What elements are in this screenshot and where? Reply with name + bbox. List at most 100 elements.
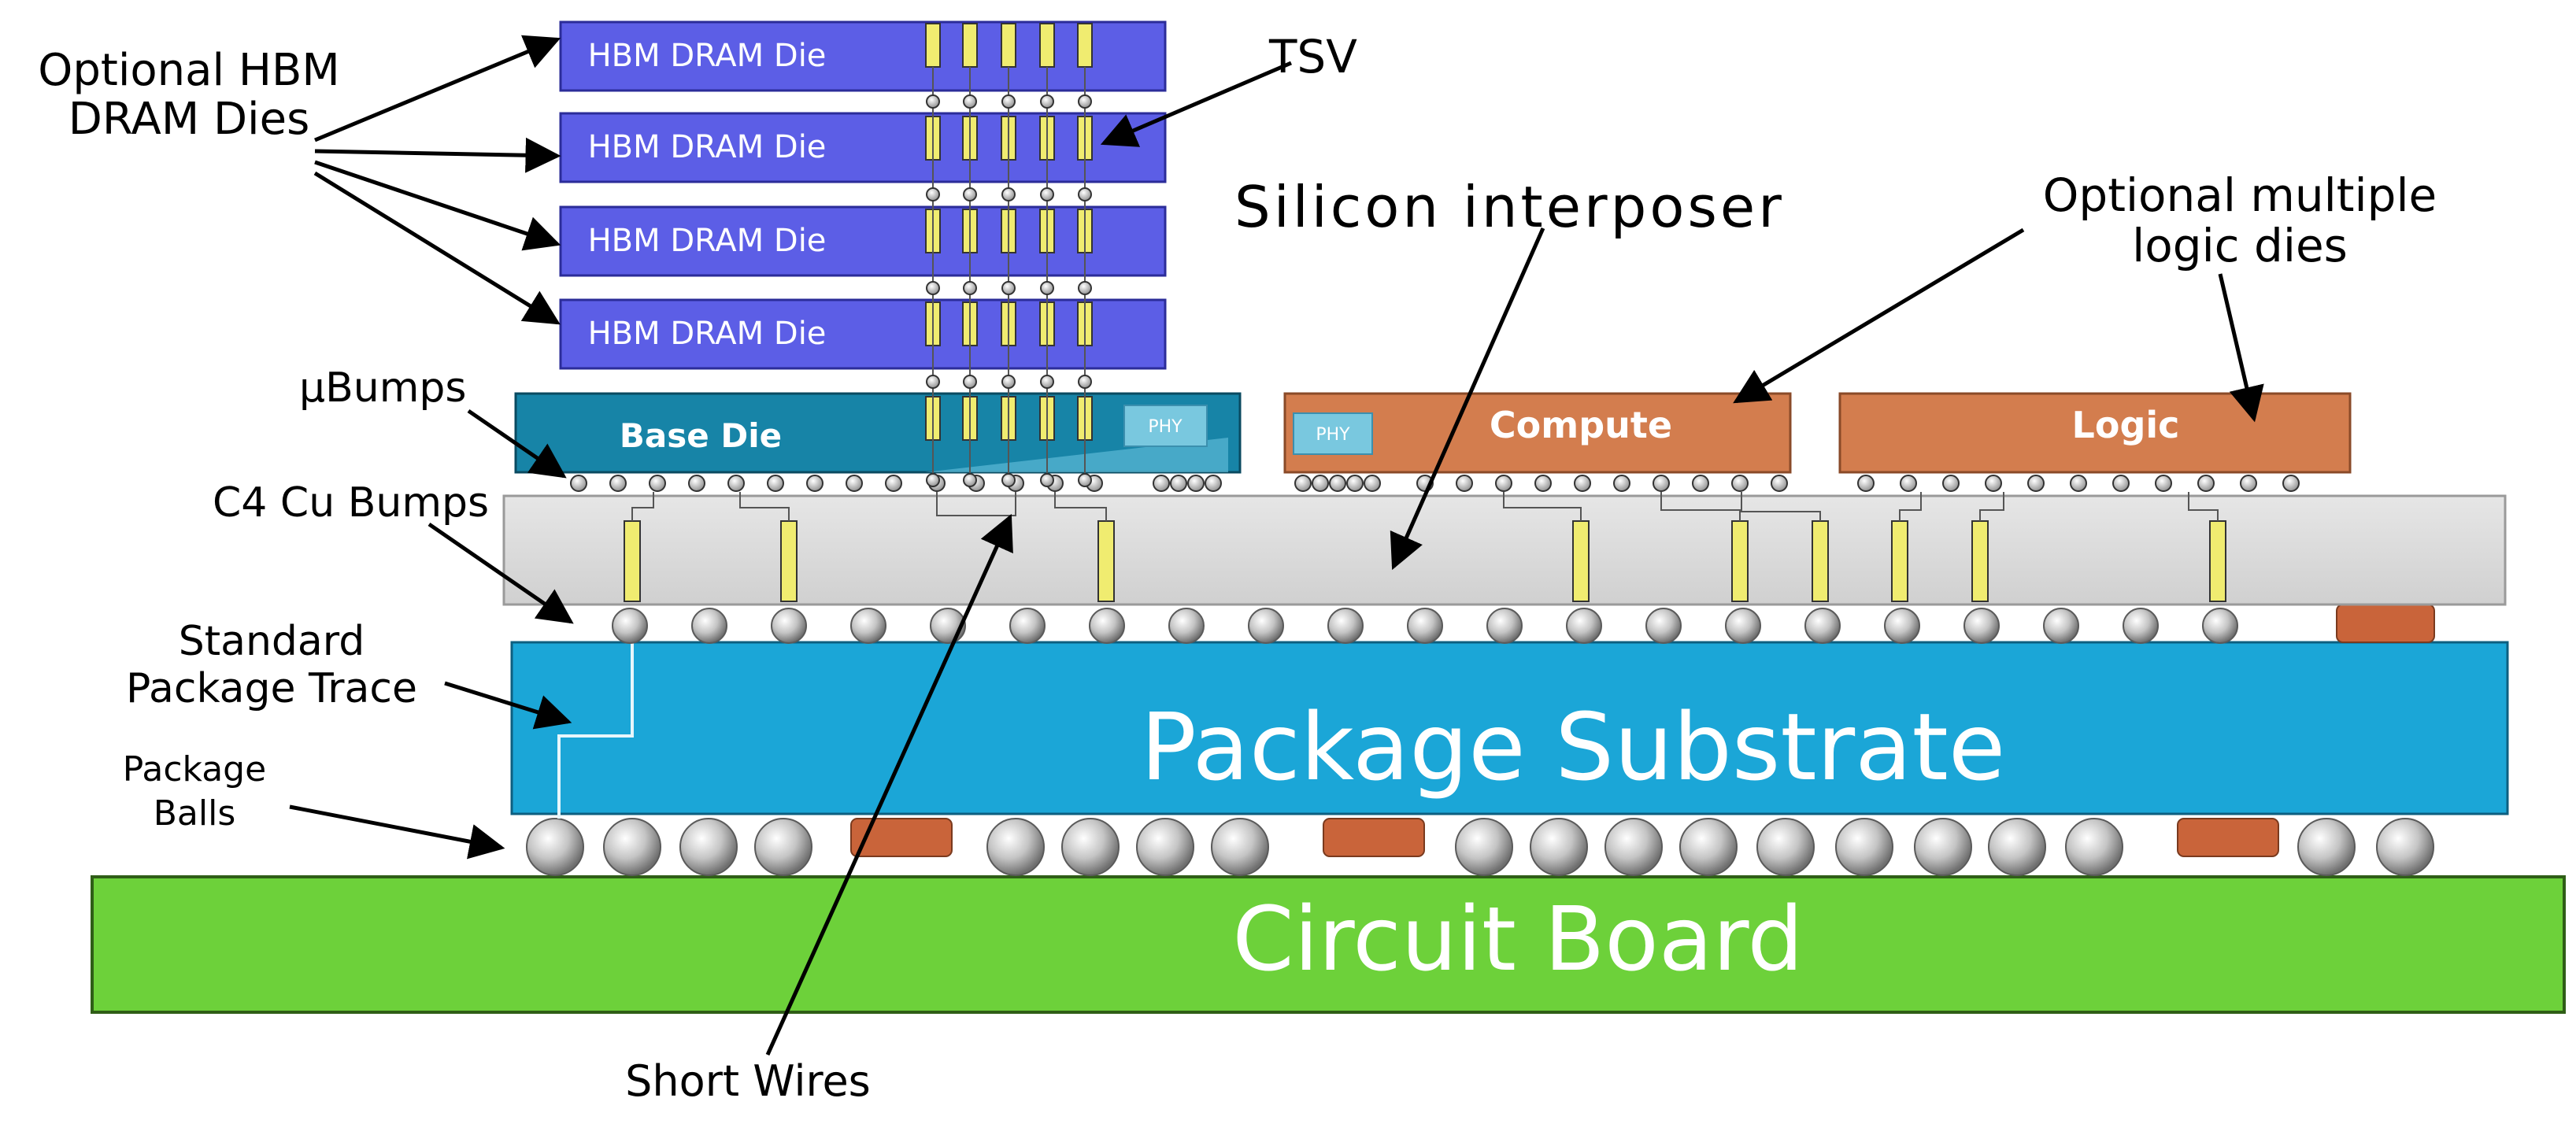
c4-bump — [691, 608, 727, 644]
micro-bump — [1574, 475, 1591, 492]
micro-bump — [1857, 475, 1875, 492]
micro-bump — [1771, 475, 1788, 492]
micro-bump — [688, 475, 705, 492]
compute-die-label: Compute — [1490, 404, 1672, 446]
arrow-to-tsv — [1100, 61, 1292, 147]
interposer-wire — [1741, 492, 1821, 521]
board-capacitor — [850, 818, 953, 857]
c4-bump — [850, 608, 886, 644]
arrow-to-logic-die — [2218, 273, 2264, 423]
tsv-segment — [962, 23, 978, 68]
micro-bump — [1329, 475, 1346, 492]
circuit-board — [91, 875, 2566, 1014]
package-balls-label-line2: Balls — [154, 793, 236, 834]
arrow-to-c4-bumps — [427, 522, 574, 624]
package-trace-label-line2: Package Trace — [126, 665, 417, 712]
c4-bump — [771, 608, 807, 644]
tsv-microbump — [1040, 187, 1054, 202]
interposer-via — [1097, 520, 1115, 602]
package-substrate-label: Package Substrate — [1141, 693, 2006, 801]
arrow-to-hbm-die-3 — [314, 160, 561, 251]
package-ball — [2297, 818, 2356, 876]
package-ball — [679, 818, 738, 876]
package-ball — [1136, 818, 1194, 876]
compute-die-phy — [1293, 412, 1373, 455]
interposer-via — [1812, 520, 1829, 602]
logic-die — [1838, 392, 2352, 474]
hbm-dram-die-4 — [559, 298, 1167, 370]
tsv-microbump — [1078, 94, 1092, 109]
hbm-dram-die-2-label: HBM DRAM Die — [588, 129, 827, 165]
interposer-via — [1891, 520, 1908, 602]
c4-bump — [1963, 608, 2000, 644]
package-ball — [986, 818, 1045, 876]
micro-bump — [727, 475, 745, 492]
micro-bump — [1294, 475, 1312, 492]
tsv-microbump — [926, 473, 940, 487]
package-trace-label-line1: Standard — [179, 618, 365, 665]
micro-bump — [1187, 475, 1205, 492]
package-ball — [1835, 818, 1893, 876]
package-ball — [1679, 818, 1738, 876]
package-ball — [603, 818, 661, 876]
tsv-microbump — [963, 281, 977, 295]
interposer-via — [1971, 520, 1989, 602]
package-ball — [754, 818, 812, 876]
base-die-label: Base Die — [620, 416, 782, 455]
micro-bump — [767, 475, 784, 492]
c4-bump — [1248, 608, 1284, 644]
tsv-microbump — [963, 473, 977, 487]
c4-bump — [1009, 608, 1046, 644]
micro-bumps-label: µBumps — [299, 364, 466, 412]
silicon-interposer-label: Silicon interposer — [1234, 174, 1785, 240]
tsv-microbump — [926, 94, 940, 109]
tsv-microbump — [1001, 187, 1016, 202]
arrow-to-compute-die — [1733, 227, 2025, 404]
optional-hbm-label-line2: DRAM Dies — [68, 94, 310, 145]
annotation-arrows — [289, 35, 2264, 1056]
micro-bump — [1312, 475, 1329, 492]
c4-bump — [612, 608, 648, 644]
c4-bump — [1645, 608, 1682, 644]
hbm-dram-die-1-label: HBM DRAM Die — [588, 38, 827, 74]
micro-bump — [1205, 475, 1222, 492]
interposer-via — [780, 520, 798, 602]
interposer-wire — [2188, 492, 2219, 521]
interposer-wire — [1899, 492, 1922, 521]
compute-die-phy-label: PHY — [1316, 425, 1350, 445]
c4-bumps-row — [612, 608, 2238, 644]
annotations: Optional HBM DRAM Dies TSV Silicon inter… — [38, 30, 2437, 1106]
optional-hbm-label-line1: Optional HBM — [38, 45, 339, 96]
micro-bump — [1153, 475, 1170, 492]
tsv-segment — [1001, 23, 1016, 68]
micro-bump — [1346, 475, 1364, 492]
tsv-microbump — [926, 281, 940, 295]
c4-bump — [1168, 608, 1205, 644]
micro-bump — [1985, 475, 2002, 492]
package-ball — [1530, 818, 1588, 876]
arrow-to-short-wires — [765, 513, 1013, 1056]
hbm-dram-die-1 — [559, 20, 1167, 92]
hbm-dram-die-2 — [559, 112, 1167, 183]
tsv-microbump — [1078, 187, 1092, 202]
tsv-microbump — [1001, 94, 1016, 109]
tsv-microbump — [1078, 375, 1092, 389]
c4-bumps-label: C4 Cu Bumps — [213, 479, 489, 527]
c4-bump — [2202, 608, 2238, 644]
optional-logic-label-line1: Optional multiple — [2043, 168, 2437, 222]
tsv-microbump — [1078, 473, 1092, 487]
interposer-wire — [1979, 492, 2004, 521]
micro-bump — [649, 475, 666, 492]
short-wires-label: Short Wires — [625, 1056, 871, 1106]
c4-bump — [2123, 608, 2159, 644]
board-capacitor — [1323, 818, 1425, 857]
hbm-dram-die-3 — [559, 205, 1167, 277]
micro-bump — [1170, 475, 1187, 492]
arrow-to-hbm-die-4 — [313, 171, 561, 325]
micro-bump — [1364, 475, 1381, 492]
micro-bump — [2240, 475, 2257, 492]
interposer-wire — [1503, 492, 1582, 521]
interposer-wire — [739, 492, 790, 521]
